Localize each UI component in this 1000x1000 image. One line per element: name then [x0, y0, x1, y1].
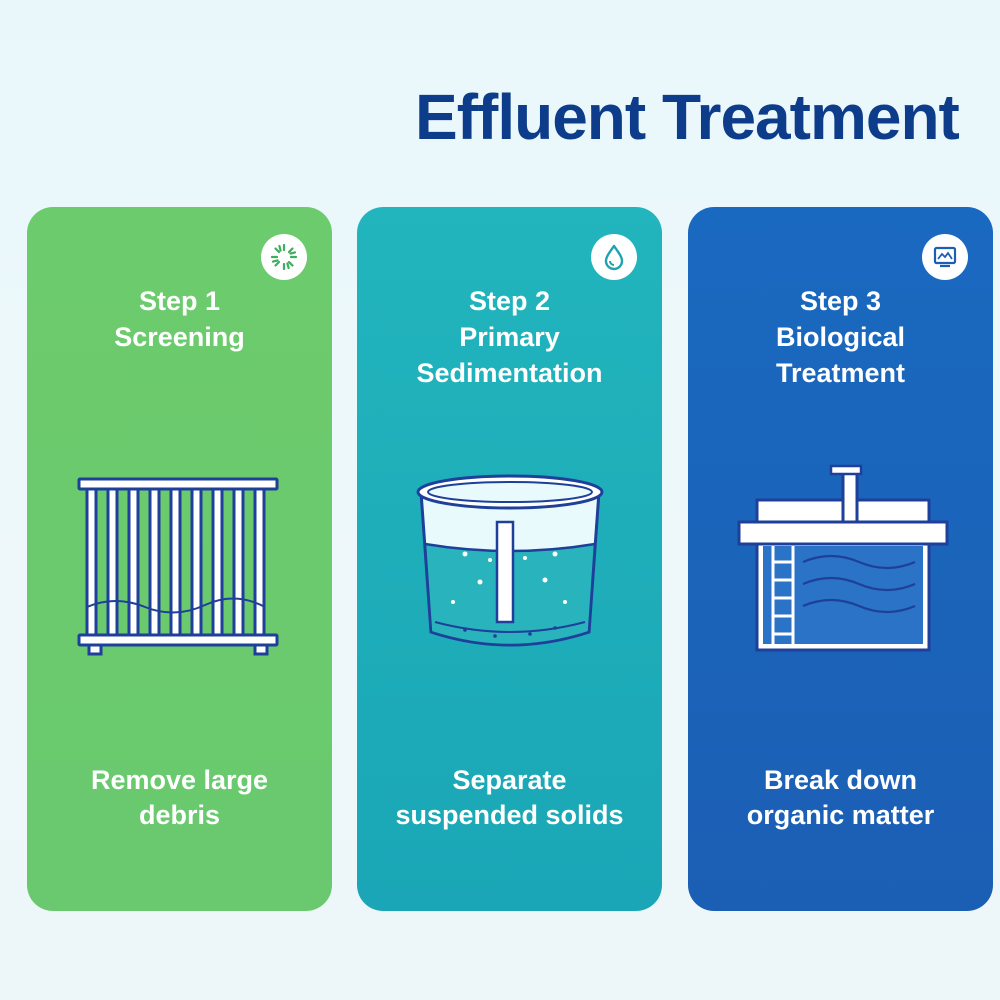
step-description: Remove large debris: [90, 765, 269, 830]
step-name: Screening: [114, 322, 245, 352]
step-card-screening: Step 1 Screening Remove large debris: [27, 207, 332, 911]
illustration: [688, 457, 993, 667]
monitor-icon: [933, 246, 957, 268]
step-heading: Step 3 Biological Treatment: [688, 283, 993, 391]
step-card-biological-treatment: Step 3 Biological Treatment: [688, 207, 993, 911]
step-badge: [591, 234, 637, 280]
bar-screen-icon: [77, 477, 278, 656]
step-heading: Step 1 Screening: [27, 283, 332, 355]
aeration-basin-icon: [737, 464, 948, 652]
step-name: Primary Sedimentation: [416, 322, 603, 388]
water-drop-icon: [604, 244, 624, 271]
step-number: Step 1: [138, 286, 221, 316]
step-badge: [922, 234, 968, 280]
illustration: [27, 457, 332, 667]
step-badge: [261, 234, 307, 280]
illustration: [357, 457, 662, 667]
step-number: Step 2: [468, 286, 551, 316]
step-description: Break down organic matter: [746, 765, 935, 830]
step-description: Separate suspended solids: [395, 765, 624, 830]
step-card-primary-sedimentation: Step 2 Primary Sedimentation Separate su…: [357, 207, 662, 911]
step-number: Step 3: [799, 286, 882, 316]
page-title: Effluent Treatment: [415, 81, 960, 153]
sedimentation-tank-icon: [416, 474, 603, 647]
step-name: Biological Treatment: [775, 322, 906, 388]
step-heading: Step 2 Primary Sedimentation: [357, 283, 662, 391]
sun-burst-icon: [270, 243, 298, 271]
